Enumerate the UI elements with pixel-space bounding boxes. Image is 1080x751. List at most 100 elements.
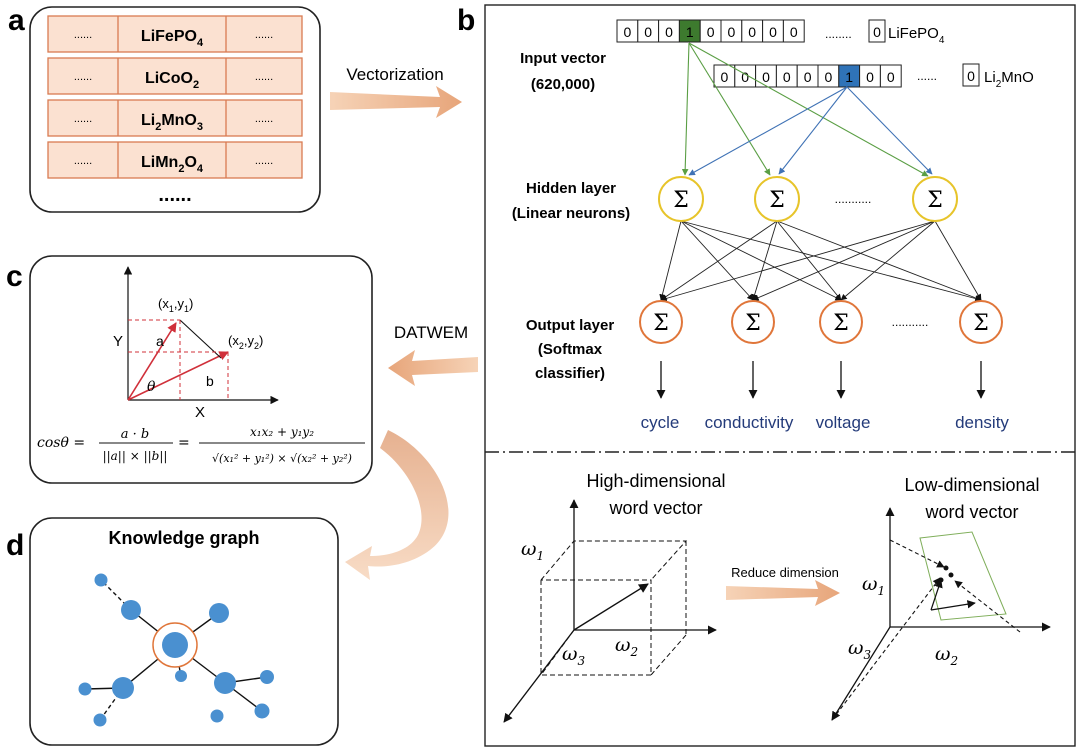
vector-cell-value: 0 (887, 69, 895, 85)
output-neuron: Σ (959, 300, 1003, 344)
connection-line (752, 220, 936, 301)
vector-cell-value: 0 (748, 24, 756, 40)
hidden-dots: ........... (835, 192, 872, 206)
vector-cell-value: 0 (728, 24, 736, 40)
low-axis-w1-label: ω1 (862, 573, 885, 598)
hidden-neuron: Σ (912, 176, 958, 222)
axis-w1-label: ω1 (521, 538, 544, 563)
vector-cell-value: 0 (707, 24, 715, 40)
vector-cell-value: 1 (845, 69, 853, 85)
datwem-arrow: DATWEM (388, 323, 478, 386)
vector2-tail-cell (962, 63, 980, 87)
cosine-formula: cosθ = a · b ||a|| × ||b|| = x₁x₂ + y₁y₂… (37, 425, 365, 465)
compound-label: LiMn2O4 (141, 154, 204, 175)
compound-label: Li2MnO3 (141, 112, 203, 133)
compound-table: ...... LiFePO4 ...... ...... LiCoO2 ....… (47, 15, 303, 206)
formula-lhs: cosθ = (37, 435, 85, 451)
vector-cell-value: 0 (783, 69, 791, 85)
vector-cell-value: 0 (825, 69, 833, 85)
vector2-label: Li2MnO (984, 69, 1034, 90)
input-vector-size: (620,000) (531, 76, 595, 93)
formula-frac1-den: ||a|| × ||b|| (103, 449, 168, 463)
table-row: ...... LiFePO4 ...... (47, 15, 303, 53)
axis-x-label: X (195, 404, 205, 421)
panel-letter-b: b (457, 4, 475, 37)
output-label-conductivity: conductivity (705, 413, 794, 432)
knowledge-graph-title: Knowledge graph (108, 528, 259, 548)
vector1-tail-cell (868, 19, 886, 43)
connection-line (680, 220, 754, 301)
low-dim-subtitle: word vector (924, 502, 1018, 522)
hidden-neuron: Σ (658, 176, 704, 222)
output-neuron: Σ (639, 300, 683, 344)
formula-frac2-num: x₁x₂ + y₁y₂ (250, 425, 314, 439)
svg-text:Σ: Σ (973, 311, 989, 336)
table-ellipsis: ...... (158, 184, 191, 206)
connection-line (680, 220, 982, 302)
vector-cell-value: 0 (804, 69, 812, 85)
svg-text:Σ: Σ (745, 311, 761, 336)
output-label-density: density (955, 413, 1009, 432)
high-dim-cube-diagram: ω1 ω2 ω3 (503, 499, 717, 723)
knowledge-graph (78, 573, 274, 727)
vector-cell-value: 1 (686, 24, 694, 40)
point1-label: (x1,y1) (158, 296, 193, 314)
cosine-diagram: (x1,y1) (x2,y2) Y X a b θ (113, 266, 279, 421)
vector-a-label: a (156, 333, 164, 349)
input-vector-label: Input vector (520, 50, 606, 67)
high-dim-subtitle: word vector (608, 498, 702, 518)
connection-line (751, 220, 778, 301)
input-hidden-connections (681, 42, 933, 177)
low-dim-diagram: ω1 ω2 ω3 (831, 507, 1051, 721)
row-dots-left: ...... (74, 29, 92, 41)
vector2-tail-dots: ...... (917, 69, 937, 83)
output-label-voltage: voltage (816, 413, 871, 432)
panel-letter-c: c (6, 260, 23, 293)
formula-frac1-num: a · b (121, 427, 149, 442)
output-label-cycle: cycle (641, 413, 680, 432)
low-axis-w2-label: ω2 (935, 643, 958, 668)
output-layer-sublabel-1: (Softmax (538, 341, 603, 358)
reduce-dimension-arrow: Reduce dimension (726, 565, 840, 606)
axis-w2-label: ω2 (615, 634, 638, 659)
vector-cell-value: 0 (741, 69, 749, 85)
vector-cell-value: 0 (866, 69, 874, 85)
table-row: ...... LiMn2O4 ...... (47, 141, 303, 179)
connection-line (660, 220, 778, 301)
connection-line (934, 220, 982, 301)
hidden-neuron: Σ (754, 176, 800, 222)
vector1-tail-value: 0 (873, 24, 881, 40)
low-dim-title: Low-dimensional (904, 475, 1039, 495)
row-dots-left: ...... (74, 155, 92, 167)
vector-cell (782, 19, 805, 43)
svg-text:Σ: Σ (653, 311, 669, 336)
row-dots-right: ...... (255, 155, 273, 167)
vector1-label: LiFePO4 (888, 25, 945, 46)
svg-text:Σ: Σ (769, 188, 785, 213)
row-dots-right: ...... (255, 113, 273, 125)
svg-text:Σ: Σ (673, 188, 689, 213)
axis-w3-label: ω3 (562, 643, 586, 668)
output-neuron: Σ (731, 300, 775, 344)
vector-cell-value: 0 (644, 24, 652, 40)
low-axis-w3-label: ω3 (848, 637, 872, 662)
row-dots-left: ...... (74, 113, 92, 125)
hidden-layer-label: Hidden layer (526, 180, 616, 197)
connection-line (660, 220, 936, 302)
table-row: ...... LiCoO2 ...... (47, 57, 303, 95)
connection-line (680, 220, 842, 301)
output-arrows (656, 361, 986, 399)
vector2-tail-value: 0 (967, 68, 975, 84)
vector-cell (879, 64, 902, 88)
point2-label: (x2,y2) (228, 333, 263, 351)
hidden-layer-sublabel: (Linear neurons) (512, 205, 630, 222)
svg-text:Σ: Σ (927, 188, 943, 213)
high-dim-title: High-dimensional (586, 471, 725, 491)
theta-label: θ (147, 379, 156, 395)
connection-line (776, 220, 982, 301)
row-dots-left: ...... (74, 71, 92, 83)
output-neuron: Σ (819, 300, 863, 344)
